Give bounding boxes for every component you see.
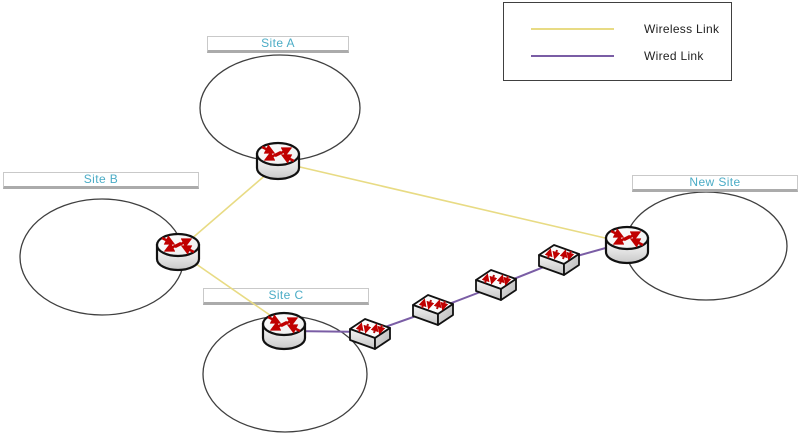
new-site-router-icon[interactable]	[606, 227, 648, 263]
wired-path-switch-4-icon[interactable]	[539, 245, 579, 275]
wireless-links-group	[181, 163, 619, 321]
legend-label-wireless: Wireless Link	[644, 21, 720, 36]
legend-item-wireless: Wireless Link	[504, 15, 731, 42]
wireless-link-swatch	[531, 27, 614, 30]
wired-path-switch-1-icon[interactable]	[350, 319, 390, 349]
site-c-router-icon[interactable]	[263, 313, 305, 349]
legend-item-wired: Wired Link	[504, 42, 731, 69]
legend-box: Wireless Link Wired Link	[503, 2, 732, 81]
wireless-link-site-a-site-b[interactable]	[181, 165, 277, 248]
wired-path-switch-3-icon[interactable]	[476, 270, 516, 300]
wired-path-switch-2-icon[interactable]	[413, 295, 453, 325]
new-site-title-bar[interactable]: New Site	[632, 175, 798, 192]
site-a-label: Site A	[261, 36, 295, 50]
site-a-title-bar[interactable]: Site A	[207, 36, 349, 53]
wireless-link-site-b-site-c[interactable]	[185, 256, 278, 321]
site-a-router-icon[interactable]	[257, 143, 299, 179]
wired-link-swatch	[531, 54, 614, 57]
site-c-label: Site C	[268, 288, 304, 302]
site-b-label: Site B	[83, 172, 119, 186]
wireless-link-site-a-new-site[interactable]	[286, 163, 619, 242]
site-c-title-bar[interactable]: Site C	[203, 288, 369, 305]
site-b-router-icon[interactable]	[157, 234, 199, 270]
new-site-label: New Site	[689, 175, 741, 189]
legend-label-wired: Wired Link	[644, 48, 704, 63]
site-b-title-bar[interactable]: Site B	[3, 172, 199, 189]
